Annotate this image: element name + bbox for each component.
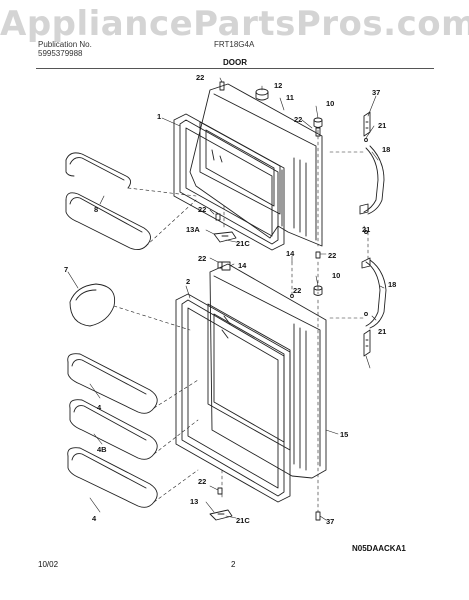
footer-date: 10/02 bbox=[38, 560, 59, 569]
callout-22-b: 22 bbox=[294, 115, 302, 124]
callout-4b: 4B bbox=[97, 445, 107, 454]
handle-lower bbox=[361, 257, 387, 357]
callout-18-upper: 18 bbox=[382, 145, 390, 154]
diagram-code: N05DAACKA1 bbox=[352, 544, 406, 553]
callout-12: 12 bbox=[274, 81, 282, 90]
callout-22-e: 22 bbox=[198, 254, 206, 263]
callout-18-lower: 18 bbox=[388, 280, 396, 289]
callout-7: 7 bbox=[64, 265, 68, 274]
callout-21-b: 21 bbox=[362, 225, 370, 234]
door-stop-upper bbox=[313, 117, 323, 128]
door-shelf-3 bbox=[67, 447, 158, 508]
callout-4-upper: 4 bbox=[97, 403, 102, 412]
callout-21-a: 21 bbox=[378, 121, 386, 130]
section-title: DOOR bbox=[223, 58, 247, 67]
callout-21-c: 21 bbox=[378, 327, 386, 336]
callout-22-d: 22 bbox=[328, 251, 336, 260]
callout-11: 11 bbox=[286, 93, 294, 102]
callout-13a: 13A bbox=[186, 225, 200, 234]
callout-22-a: 22 bbox=[196, 73, 204, 82]
callout-10-lower: 10 bbox=[332, 271, 340, 280]
door-shelf-2 bbox=[69, 399, 158, 460]
callout-2: 2 bbox=[186, 277, 190, 286]
door-shelf-1 bbox=[67, 353, 158, 414]
callout-14-right: 14 bbox=[286, 249, 295, 258]
callout-1: 1 bbox=[157, 112, 161, 121]
hinge-bracket-upper bbox=[213, 231, 237, 243]
callout-10-upper: 10 bbox=[326, 99, 334, 108]
callout-37-upper: 37 bbox=[372, 88, 380, 97]
callout-22-h: 37 bbox=[326, 517, 334, 526]
leader-lines bbox=[67, 77, 385, 521]
callout-8: 8 bbox=[94, 205, 98, 214]
freezer-shelf-lower bbox=[65, 192, 151, 251]
publication-label: Publication No. bbox=[38, 40, 92, 49]
fresh-food-door-gasket bbox=[175, 293, 291, 503]
callout-22-c: 22 bbox=[198, 205, 206, 214]
callout-22-g: 22 bbox=[198, 477, 206, 486]
callout-22-f: 22 bbox=[293, 286, 301, 295]
screw-set bbox=[215, 81, 321, 521]
header-rule bbox=[36, 68, 434, 69]
projection-lines bbox=[113, 129, 369, 513]
freezer-shelf-upper bbox=[65, 152, 131, 189]
publication-number: 5995379988 bbox=[38, 49, 83, 58]
freezer-door-gasket bbox=[173, 113, 285, 251]
callout-14-left: 14 bbox=[238, 261, 247, 270]
callout-4-lower: 4 bbox=[92, 514, 97, 523]
hinge-pin-top bbox=[255, 88, 269, 101]
model-number: FRT18G4A bbox=[214, 40, 255, 49]
dairy-compartment bbox=[69, 283, 116, 327]
handle-screws bbox=[290, 138, 368, 316]
freezer-door-panel bbox=[189, 83, 323, 247]
callout-15: 15 bbox=[340, 430, 348, 439]
fresh-food-door-panel bbox=[207, 263, 327, 479]
callout-21c-lower: 21C bbox=[236, 516, 250, 525]
footer-page-number: 2 bbox=[231, 560, 236, 569]
hinge-bracket-lower bbox=[209, 509, 233, 521]
callout-21c-upper: 21C bbox=[236, 239, 250, 248]
callout-13: 13 bbox=[190, 497, 198, 506]
cap-14 bbox=[221, 261, 231, 271]
